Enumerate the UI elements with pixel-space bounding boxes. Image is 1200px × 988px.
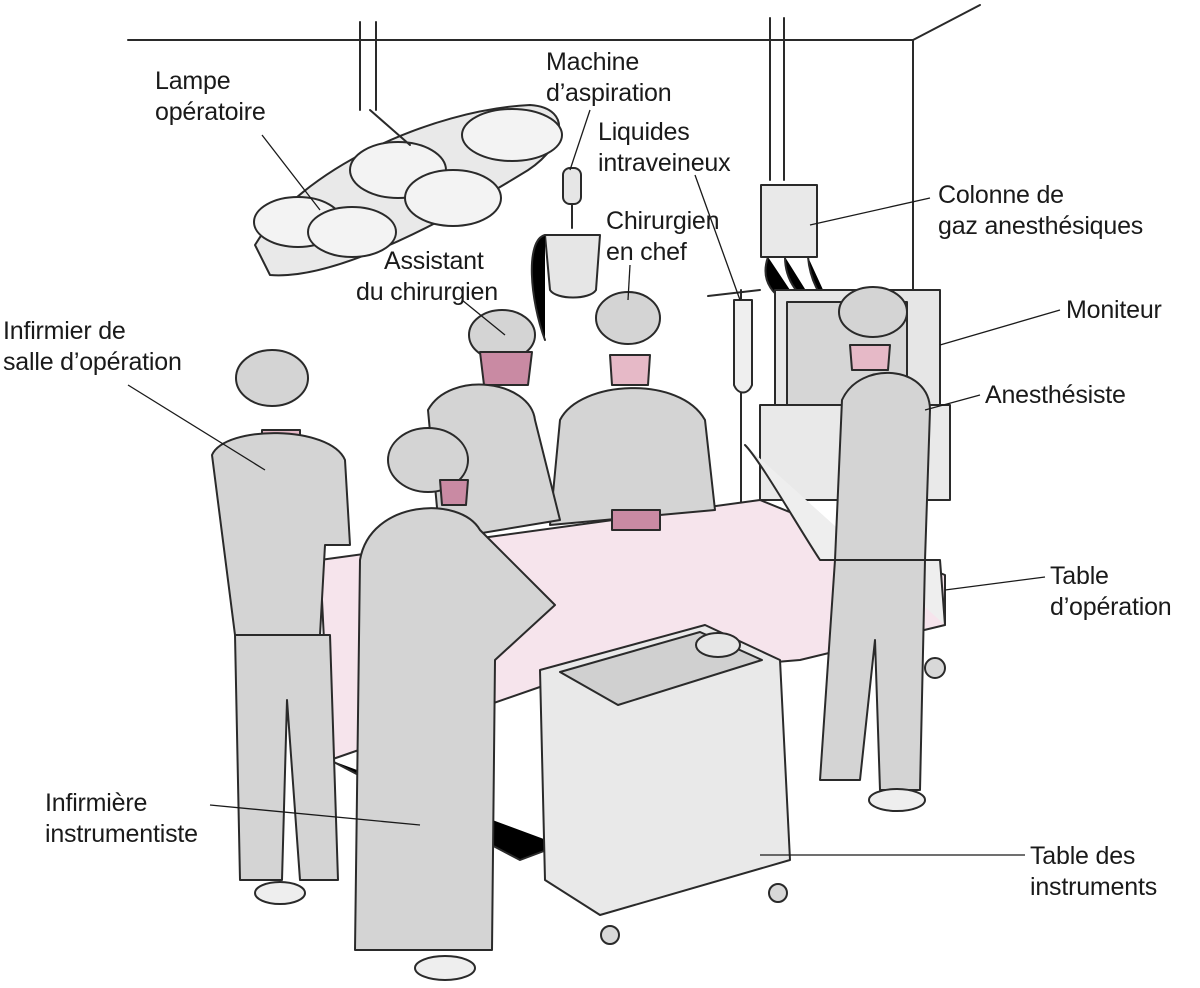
label-surgeon: Chirurgien en chef bbox=[606, 206, 720, 268]
label-iv-line2: intraveineux bbox=[598, 149, 731, 177]
label-circulating-nurse-line2: salle d’opération bbox=[3, 348, 182, 376]
room-frame bbox=[127, 4, 981, 291]
label-anesthesiologist: Anesthésiste bbox=[985, 380, 1126, 411]
label-circulating-nurse-line1: Infirmier de bbox=[3, 317, 126, 345]
label-suction-line2: d’aspiration bbox=[546, 79, 672, 107]
label-lamp-line2: opératoire bbox=[155, 98, 266, 126]
label-or-table-line1: Table bbox=[1050, 562, 1109, 590]
label-gas-line2: gaz anesthésiques bbox=[938, 212, 1144, 240]
label-gas: Colonne de gaz anesthésiques bbox=[938, 180, 1143, 242]
label-or-table: Table d’opération bbox=[1050, 561, 1172, 623]
circulating-nurse-figure bbox=[211, 349, 351, 905]
label-lamp-line1: Lampe bbox=[155, 67, 231, 95]
label-assistant-line2: du chirurgien bbox=[356, 278, 498, 306]
label-monitor: Moniteur bbox=[1066, 295, 1162, 326]
label-surgeon-line1: Chirurgien bbox=[606, 207, 720, 235]
label-instrument-table-line2: instruments bbox=[1030, 873, 1158, 901]
label-iv: Liquides intraveineux bbox=[598, 117, 731, 179]
label-iv-line1: Liquides bbox=[598, 118, 690, 146]
label-lamp: Lampe opératoire bbox=[155, 66, 266, 128]
leader-lines bbox=[127, 109, 1061, 856]
label-assistant-line1: Assistant bbox=[384, 247, 484, 275]
label-monitor-line1: Moniteur bbox=[1066, 296, 1162, 324]
scrub-nurse-figure bbox=[354, 427, 556, 981]
label-scrub-nurse-line2: instrumentiste bbox=[45, 820, 198, 848]
label-instrument-table: Table des instruments bbox=[1030, 841, 1157, 903]
instrument-table bbox=[539, 624, 791, 945]
label-or-table-line2: d’opération bbox=[1050, 593, 1172, 621]
suction-machine bbox=[530, 167, 601, 341]
operating-lamp bbox=[253, 104, 563, 277]
surgeon-figure bbox=[549, 291, 716, 531]
label-circulating-nurse: Infirmier de salle d’opération bbox=[3, 316, 182, 378]
label-instrument-table-line1: Table des bbox=[1030, 842, 1136, 870]
label-gas-line1: Colonne de bbox=[938, 181, 1064, 209]
label-surgeon-line2: en chef bbox=[606, 238, 687, 266]
label-anesthesiologist-line1: Anesthésiste bbox=[985, 381, 1126, 409]
label-scrub-nurse: Infirmière instrumentiste bbox=[45, 788, 198, 850]
label-assistant: Assistant du chirurgien bbox=[356, 246, 498, 308]
label-suction: Machine d’aspiration bbox=[546, 47, 672, 109]
label-suction-line1: Machine bbox=[546, 48, 640, 76]
label-scrub-nurse-line1: Infirmière bbox=[45, 789, 148, 817]
gas-column bbox=[760, 184, 831, 306]
iv-stand bbox=[707, 289, 761, 521]
anesthesiologist-figure bbox=[819, 286, 931, 812]
